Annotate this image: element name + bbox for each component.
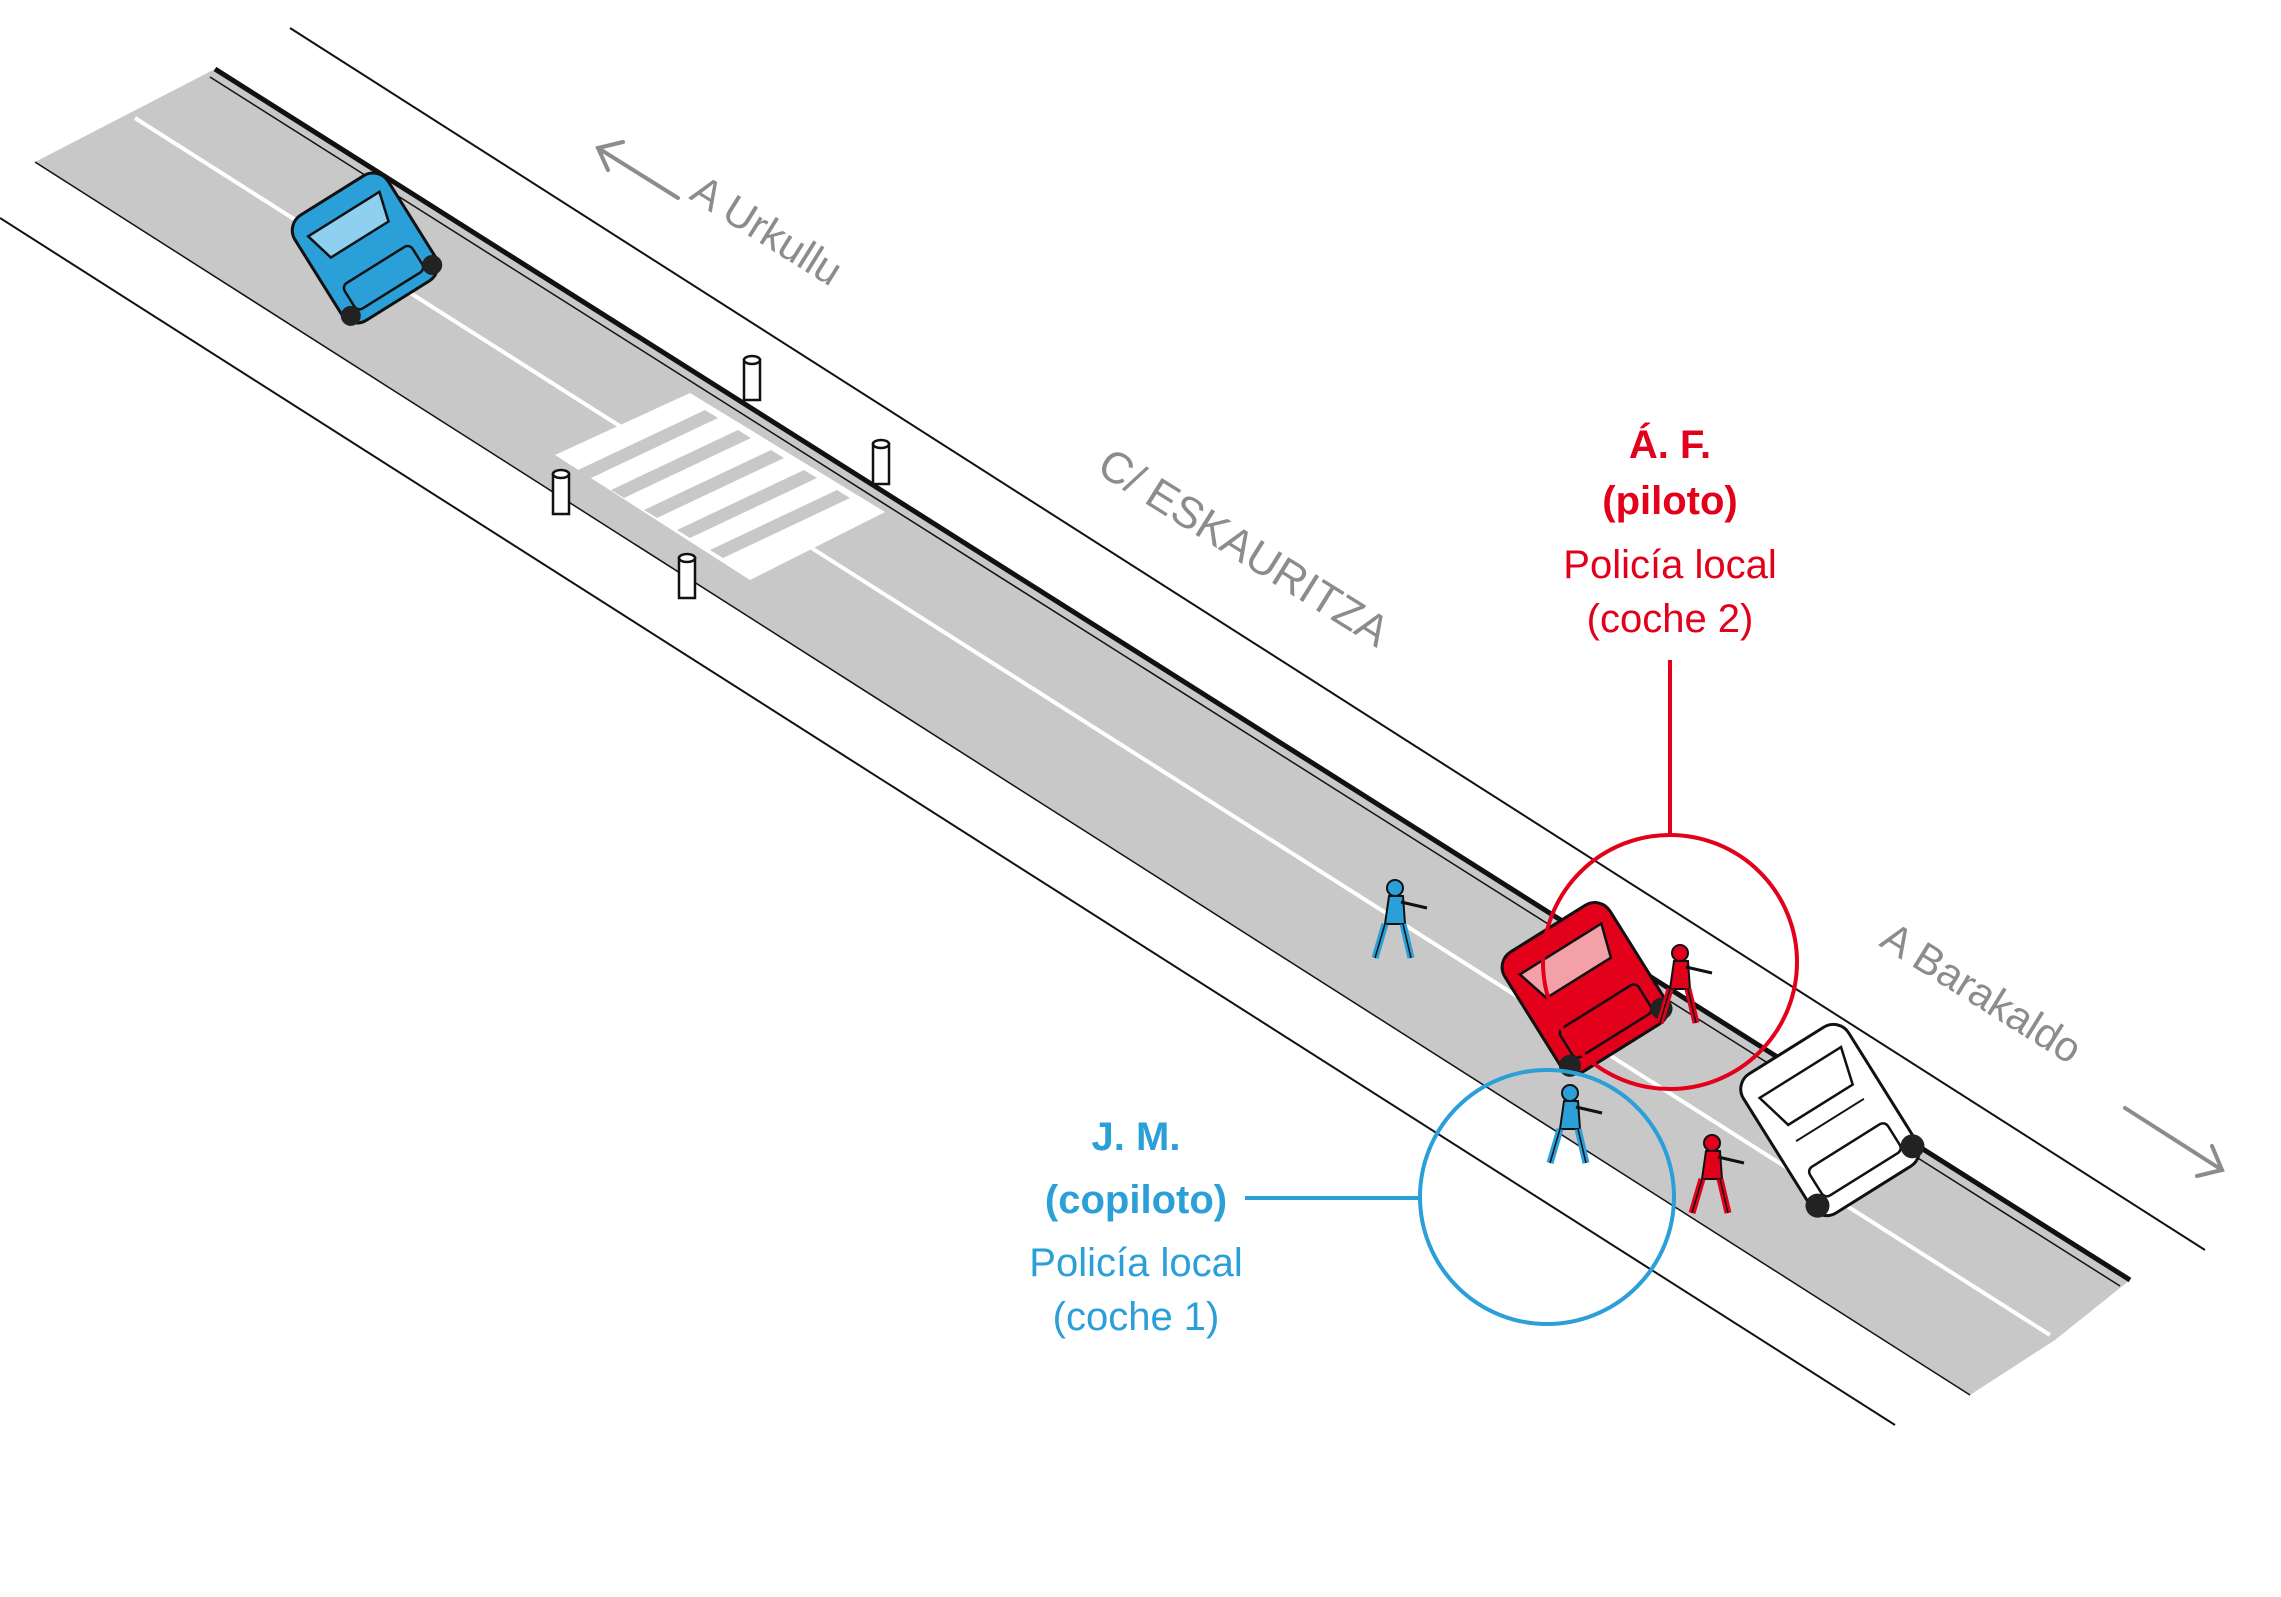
street-name-label: C/ ESKAURITZA <box>1090 439 1398 657</box>
bollard <box>871 438 891 486</box>
white-car-icon <box>1739 1022 1925 1218</box>
direction-left-label: A Urkullu <box>683 166 850 295</box>
arrow-left-icon <box>595 140 680 200</box>
copilot-vehicle: (coche 1) <box>1053 1295 1220 1339</box>
copilot-role: (copiloto) <box>1045 1178 1227 1222</box>
sidewalk-edge-top <box>289 27 2206 1251</box>
bollard <box>742 354 762 402</box>
sidewalk-edge-bottom <box>0 217 1896 1426</box>
blue-car-icon <box>290 171 443 326</box>
pilot-role: (piloto) <box>1602 479 1738 523</box>
pilot-initials: Á. F. <box>1629 422 1711 467</box>
lane-center-line <box>133 116 2052 1337</box>
blue-officer-icon <box>1371 879 1428 959</box>
road-surface <box>35 69 2130 1395</box>
bollard <box>551 468 571 516</box>
blue-officer-icon <box>1546 1084 1603 1164</box>
arrow-right-icon <box>2123 1106 2225 1178</box>
crosswalk <box>555 393 885 580</box>
direction-right-label: A Barakaldo <box>1873 913 2090 1073</box>
red-officer-icon <box>1656 944 1713 1024</box>
red-officer-icon <box>1688 1134 1745 1214</box>
copilot-initials: J. M. <box>1092 1115 1181 1159</box>
road-edge-bottom <box>34 161 1971 1396</box>
pilot-vehicle: (coche 2) <box>1587 597 1754 641</box>
pilot-unit: Policía local <box>1563 543 1776 587</box>
copilot-unit: Policía local <box>1029 1241 1242 1285</box>
bollard <box>677 552 697 600</box>
